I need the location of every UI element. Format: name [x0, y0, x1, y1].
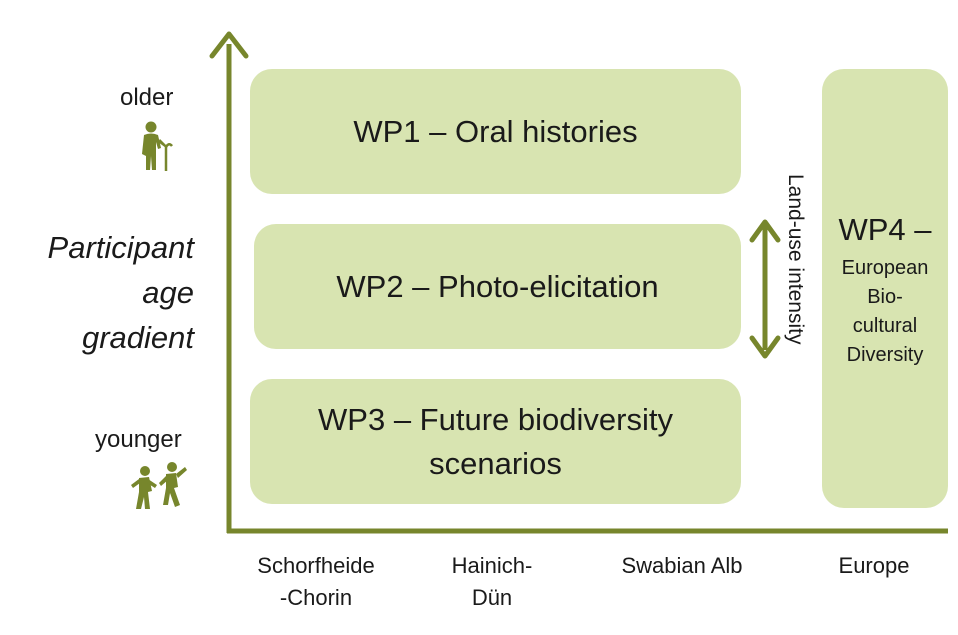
site1-line2: -Chorin	[279, 584, 353, 610]
land-use-arrow-icon	[749, 219, 781, 359]
y-axis-title-line1: Participant	[47, 230, 194, 265]
wp4-box: WP4 – European Bio- cultural Diversity	[822, 69, 948, 508]
y-axis-title-line3: gradient	[81, 319, 194, 355]
wp2-box: WP2 – Photo-elicitation	[254, 224, 741, 349]
children-icon	[131, 462, 187, 509]
wp4-title: WP4 –	[838, 212, 932, 247]
wp3-box: WP3 – Future biodiversity scenarios	[250, 379, 741, 504]
y-axis-title: Participant age gradient	[48, 226, 194, 361]
older-label: older	[120, 84, 174, 111]
wp3-label-line2: scenarios	[429, 445, 562, 481]
wp4-line2: Bio-	[867, 286, 903, 309]
site-swabian-alb: Swabian Alb	[621, 553, 743, 578]
site1-line1: Schorfheide	[257, 553, 375, 578]
site-schorfheide-chorin: Schorfheide -Chorin	[236, 550, 396, 614]
wp1-label: WP1 – Oral histories	[353, 113, 638, 149]
site2-line1: Hainich-	[451, 553, 533, 578]
wp4-line3: cultural	[852, 315, 918, 338]
younger-label: younger	[95, 426, 182, 453]
wp2-label: WP2 – Photo-elicitation	[336, 268, 659, 304]
elderly-person-icon	[142, 121, 173, 171]
wp3-label-line1: WP3 – Future biodiversity	[318, 402, 673, 438]
site2-line2: Dün	[471, 584, 513, 610]
land-use-label: Land-use intensity	[784, 174, 807, 345]
wp1-box: WP1 – Oral histories	[250, 69, 741, 194]
wp4-line4: Diversity	[846, 344, 924, 367]
site-europe: Europe	[838, 553, 910, 578]
y-axis-title-line2: age	[142, 274, 194, 310]
wp4-line1: European	[841, 257, 929, 280]
site-hainich-duen: Hainich- Dün	[422, 550, 562, 614]
y-axis	[209, 31, 249, 533]
